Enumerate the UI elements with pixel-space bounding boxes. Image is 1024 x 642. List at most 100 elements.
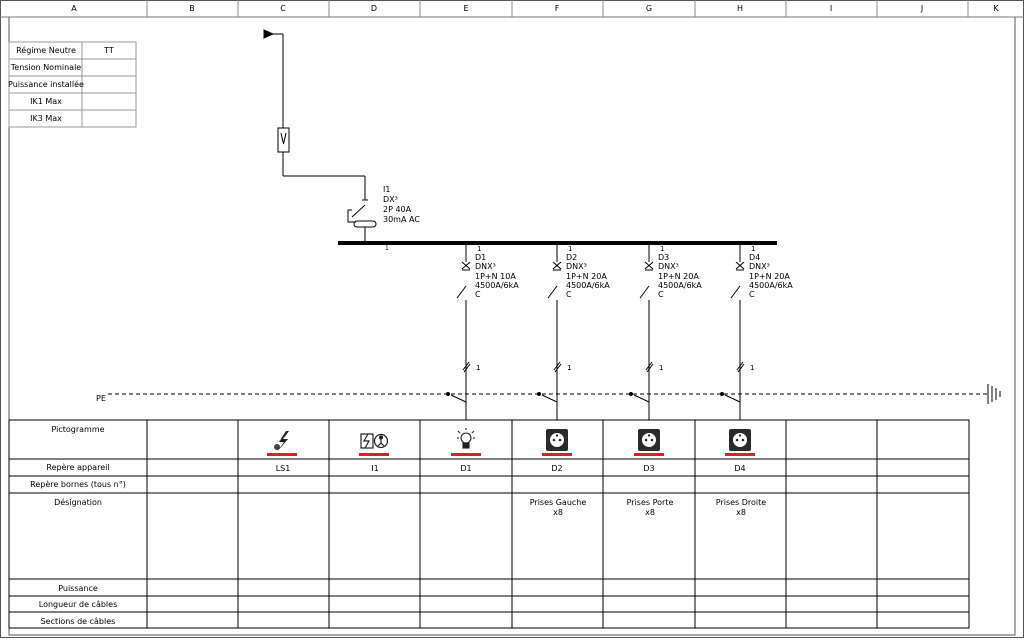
info-label-puissance: Puissance installée	[8, 79, 84, 89]
repere-d2: D2	[551, 464, 562, 473]
pictogram-d3	[634, 429, 664, 456]
col-label-c: C	[280, 4, 286, 13]
d2-terminal: 1	[568, 245, 572, 253]
branch-d2: 1 D2 DNX³ 1P+N 20A 4500A/6kA C 1	[537, 245, 610, 420]
d3-line-1: D3	[658, 253, 669, 262]
designation-d2-qty: x8	[553, 508, 563, 517]
info-table: Régime Neutre TT Tension Nominale Puissa…	[8, 41, 137, 128]
pe-line: PE	[96, 384, 1001, 404]
row-label-puissance: Puissance	[58, 584, 98, 593]
designation-d3-name: Prises Porte	[627, 498, 674, 507]
pictogram-accent-bar	[634, 453, 664, 456]
breaker-differential-icon	[360, 433, 389, 449]
branch-d3: 1 D3 DNX³ 1P+N 20A 4500A/6kA C 1	[629, 245, 702, 420]
row-label-designation: Désignation	[54, 497, 102, 507]
d3-line-3: 1P+N 20A	[658, 272, 699, 281]
main-breaker-line-4: 30mA AC	[383, 215, 420, 224]
d4-terminal: 1	[751, 245, 755, 253]
row-label-pictogramme: Pictogramme	[51, 425, 104, 434]
pictogram-accent-bar	[359, 453, 389, 456]
row-label-sections: Sections de câbles	[41, 617, 116, 626]
d1-cable-count: 1	[476, 364, 480, 372]
surge-arrester-icon	[277, 127, 290, 153]
repere-d3: D3	[643, 464, 654, 473]
d2-cable-count: 1	[567, 364, 571, 372]
d4-line-4: 4500A/6kA	[749, 281, 793, 290]
pictogram-d4	[725, 429, 755, 456]
col-label-j: J	[920, 4, 923, 13]
d4-line-3: 1P+N 20A	[749, 272, 790, 281]
bottom-table	[8, 419, 970, 629]
d2-line-5: C	[566, 290, 572, 299]
info-label-ik3: IK3 Max	[30, 114, 62, 123]
col-label-g: G	[646, 4, 652, 13]
d4-line-5: C	[749, 290, 755, 299]
col-label-i: I	[830, 4, 832, 13]
pictogram-accent-bar	[267, 453, 297, 456]
d3-line-5: C	[658, 290, 664, 299]
d2-line-3: 1P+N 20A	[566, 272, 607, 281]
row-label-repere-appareil: Repère appareil	[46, 462, 109, 472]
col-label-k: K	[993, 4, 999, 13]
supply-circuit	[263, 29, 377, 243]
repere-d4: D4	[734, 464, 745, 473]
repere-ls1: LS1	[276, 464, 291, 473]
pictogram-accent-bar	[725, 453, 755, 456]
d1-terminal: 1	[477, 245, 481, 253]
pictogram-ls1	[267, 431, 297, 456]
pictogram-i1	[359, 433, 389, 456]
d2-line-2: DNX³	[566, 262, 587, 271]
main-breaker-line-3: 2P 40A	[383, 205, 412, 214]
designation-d2-name: Prises Gauche	[530, 498, 587, 507]
info-value-regime: TT	[103, 46, 114, 55]
d2-line-4: 4500A/6kA	[566, 281, 610, 290]
col-label-f: F	[555, 4, 560, 13]
designation-d4-name: Prises Droite	[716, 498, 767, 507]
main-breaker-line-2: DX³	[383, 195, 398, 204]
lightning-arrester-icon	[274, 431, 289, 452]
d1-line-3: 1P+N 10A	[475, 272, 516, 281]
pictogram-accent-bar	[542, 453, 572, 456]
d3-line-4: 4500A/6kA	[658, 281, 702, 290]
d3-line-2: DNX³	[658, 262, 679, 271]
branch-d1: 1 D1 DNX³ 1P+N 10A 4500A/6kA C 1	[446, 245, 519, 420]
supply-arrow-icon	[263, 29, 275, 39]
row-label-longueur: Longueur de câbles	[39, 600, 118, 609]
d1-line-1: D1	[475, 253, 486, 262]
designation-d4-qty: x8	[736, 508, 746, 517]
light-bulb-icon	[457, 428, 475, 449]
pictogram-d1	[451, 428, 481, 456]
socket-icon	[546, 429, 568, 451]
socket-icon	[729, 429, 751, 451]
info-label-tension: Tension Nominale	[10, 63, 82, 72]
col-label-a: A	[71, 4, 77, 13]
d4-cable-count: 1	[750, 364, 754, 372]
d4-line-2: DNX³	[749, 262, 770, 271]
column-ruler: A B C D E F G H I J K	[0, 0, 1024, 18]
main-breaker-line-1: I1	[383, 185, 390, 194]
info-label-ik1: IK1 Max	[30, 97, 62, 106]
designation-d3-qty: x8	[645, 508, 655, 517]
d1-line-5: C	[475, 290, 481, 299]
pictogram-d2	[542, 429, 572, 456]
d1-line-4: 4500A/6kA	[475, 281, 519, 290]
info-label-regime: Régime Neutre	[16, 45, 76, 55]
differential-toroid-icon	[353, 220, 377, 228]
row-label-repere-bornes: Repère bornes (tous n°)	[30, 479, 126, 489]
socket-icon	[638, 429, 660, 451]
busbar-terminal: 1	[385, 245, 389, 252]
col-label-e: E	[463, 4, 468, 13]
d4-line-1: D4	[749, 253, 760, 262]
d3-cable-count: 1	[659, 364, 663, 372]
d1-line-2: DNX³	[475, 262, 496, 271]
pictogram-accent-bar	[451, 453, 481, 456]
d3-terminal: 1	[660, 245, 664, 253]
col-label-b: B	[189, 4, 195, 13]
d2-line-1: D2	[566, 253, 577, 262]
branch-d4: 1 D4 DNX³ 1P+N 20A 4500A/6kA C 1	[720, 245, 793, 420]
pe-label: PE	[96, 394, 106, 403]
col-label-h: H	[737, 4, 743, 13]
repere-d1: D1	[460, 464, 471, 473]
repere-i1: I1	[371, 464, 378, 473]
